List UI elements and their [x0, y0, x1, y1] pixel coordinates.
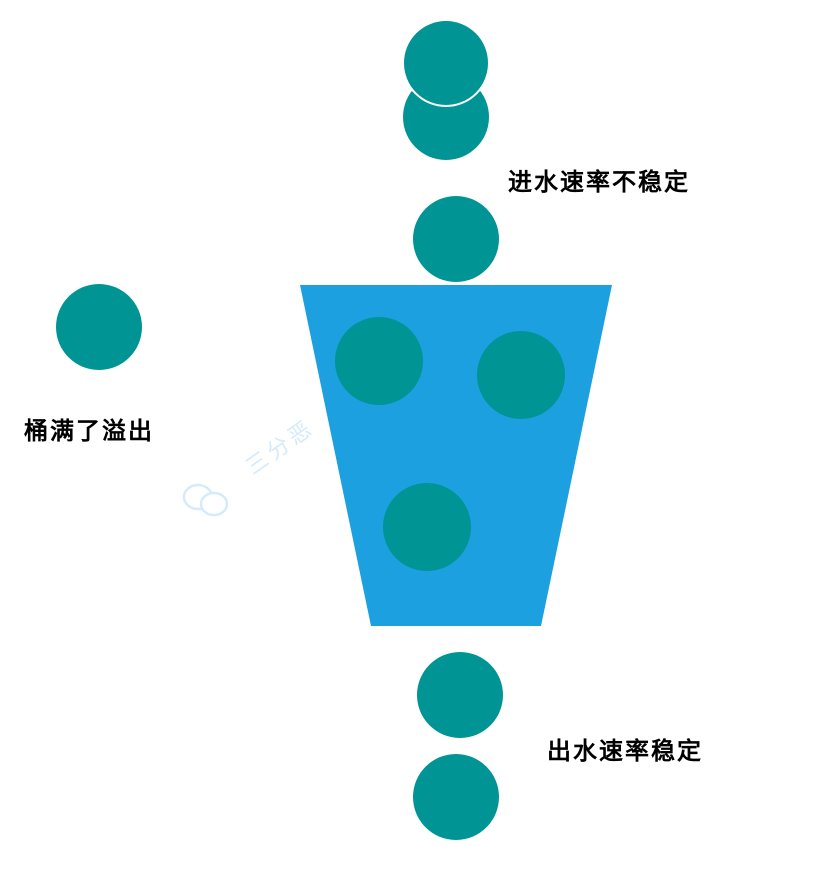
incoming-drop	[413, 196, 499, 282]
bucket-drop	[383, 483, 471, 571]
outgoing-drop	[413, 754, 499, 840]
outgoing-drop	[417, 652, 503, 738]
overflow-label: 桶满了溢出	[24, 416, 154, 445]
incoming-drop	[402, 19, 490, 107]
wechat-icon	[182, 483, 229, 517]
bucket-drop	[477, 331, 565, 419]
outflow-label: 出水速率稳定	[547, 736, 703, 765]
overflow-drop	[56, 284, 142, 370]
inflow-label: 进水速率不稳定	[508, 167, 690, 196]
bucket-drop	[335, 317, 423, 405]
